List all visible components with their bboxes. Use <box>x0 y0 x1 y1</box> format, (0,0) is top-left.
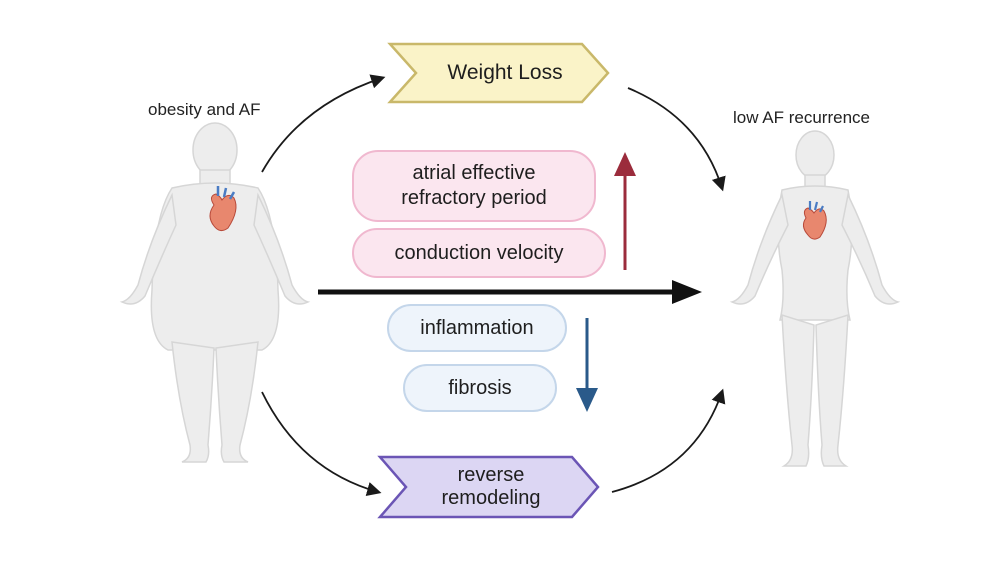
slim-body-icon <box>729 130 901 467</box>
weight-loss-chevron <box>387 42 610 104</box>
refractory-period-text: atrial effective refractory period <box>401 162 547 209</box>
decrease-item-inflammation: inflammation <box>387 304 567 352</box>
arrow-start-to-remodeling <box>261 391 382 496</box>
reverse-remodeling-chevron <box>377 455 600 519</box>
conduction-velocity-text: conduction velocity <box>394 241 564 264</box>
reverse-remodeling-label: reverse remodeling <box>441 464 541 509</box>
increase-item-refractory-period: atrial effective refractory period <box>352 150 596 222</box>
decrease-item-fibrosis: fibrosis <box>403 364 557 412</box>
obese-body-icon <box>119 122 311 463</box>
arrow-weight-loss-to-end <box>627 87 726 192</box>
weight-loss-label: Weight Loss <box>447 60 563 84</box>
heart-icon <box>802 201 827 240</box>
main-arrow <box>318 280 702 304</box>
fibrosis-text: fibrosis <box>448 376 512 399</box>
increase-arrow <box>614 152 636 270</box>
start-label: obesity and AF <box>148 100 261 119</box>
inflammation-text: inflammation <box>420 316 534 339</box>
arrow-remodeling-to-end <box>611 388 726 493</box>
end-label: low AF recurrence <box>733 108 870 127</box>
decrease-arrow <box>576 318 598 412</box>
increase-item-conduction-velocity: conduction velocity <box>352 228 606 278</box>
heart-icon <box>209 186 237 232</box>
arrow-start-to-weight-loss <box>261 74 386 173</box>
